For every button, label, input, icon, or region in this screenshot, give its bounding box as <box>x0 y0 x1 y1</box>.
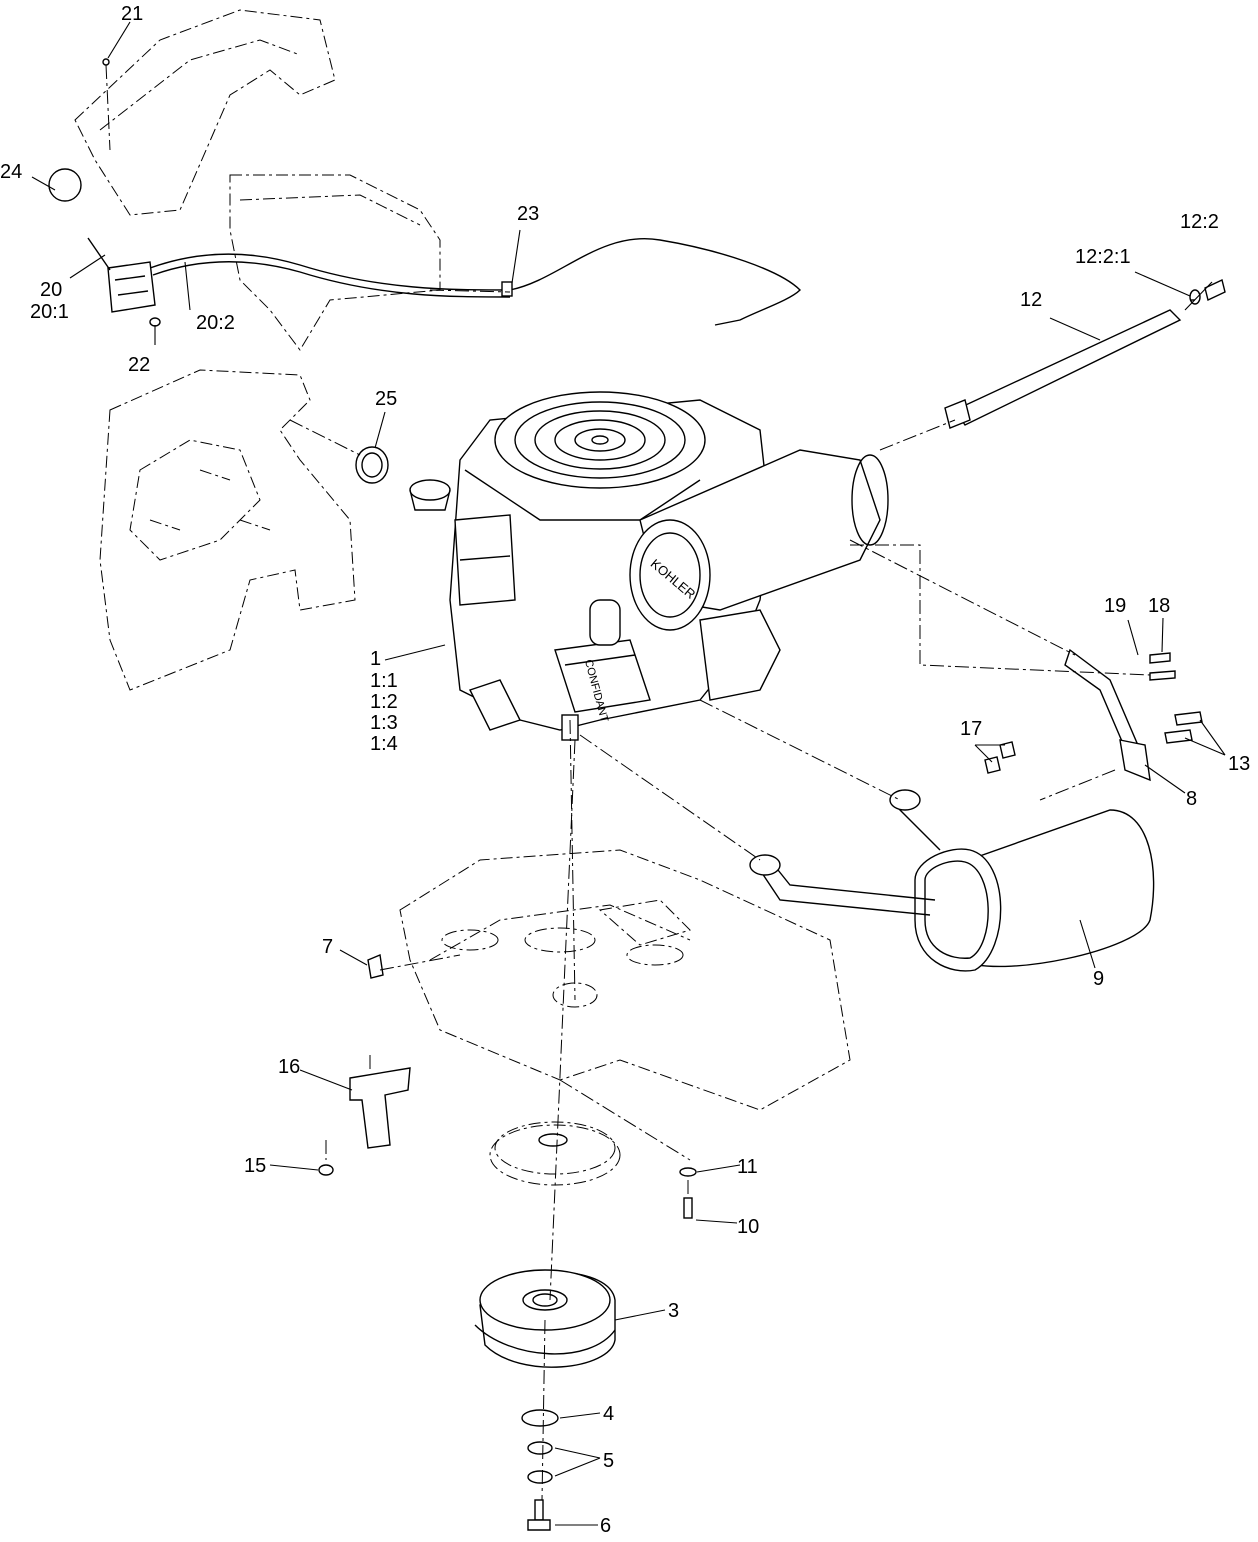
callout-1-1: 1:1 <box>370 670 398 692</box>
callout-1-3: 1:3 <box>370 712 398 734</box>
callout-20: 20 <box>40 279 62 301</box>
leader-lines <box>31 21 1226 1526</box>
callout-19: 19 <box>1104 595 1126 617</box>
callout-3: 3 <box>668 1300 679 1322</box>
callout-21: 21 <box>121 3 143 25</box>
callout-20-1: 20:1 <box>30 301 69 323</box>
callout-1-4: 1:4 <box>370 733 398 755</box>
hardware <box>102 58 1203 1219</box>
callout-1: 1 <box>370 648 381 670</box>
callout-16: 16 <box>278 1056 300 1078</box>
callout-1-2: 1:2 <box>370 691 398 713</box>
callout-24: 24 <box>0 161 22 183</box>
callout-25: 25 <box>375 388 397 410</box>
callout-7: 7 <box>322 936 333 958</box>
callout-8: 8 <box>1186 788 1197 810</box>
callout-12-2-1: 12:2:1 <box>1075 246 1131 268</box>
callout-12: 12 <box>1020 289 1042 311</box>
callout-23: 23 <box>517 203 539 225</box>
callout-13: 13 <box>1228 753 1250 775</box>
callout-12-2: 12:2 <box>1180 211 1219 233</box>
callout-6: 6 <box>600 1515 611 1537</box>
throttle-cable <box>48 168 801 326</box>
control-panel-phantom <box>74 9 441 351</box>
callout-22: 22 <box>128 354 150 376</box>
callout-labels: 21 24 23 12:2 12:2:1 20 20:1 12 20:2 22 … <box>0 3 1250 1537</box>
callout-11: 11 <box>737 1156 758 1178</box>
callout-5: 5 <box>603 1450 614 1472</box>
callout-10: 10 <box>737 1216 759 1238</box>
callout-4: 4 <box>603 1403 614 1425</box>
callout-18: 18 <box>1148 595 1170 617</box>
engine-assembly: KOHLER CONFIDANT <box>409 391 889 741</box>
callout-9: 9 <box>1093 968 1104 990</box>
callout-20-2: 20:2 <box>196 312 235 334</box>
fuel-line <box>944 279 1226 429</box>
callout-15: 15 <box>244 1155 266 1177</box>
phantom-center-lines <box>105 64 1151 1501</box>
shroud-phantom <box>99 369 356 691</box>
pulley-and-clutch <box>474 1121 621 1531</box>
callout-17: 17 <box>960 718 982 740</box>
muffler-assembly <box>749 648 1155 972</box>
deck-plate-phantom <box>399 849 851 1111</box>
